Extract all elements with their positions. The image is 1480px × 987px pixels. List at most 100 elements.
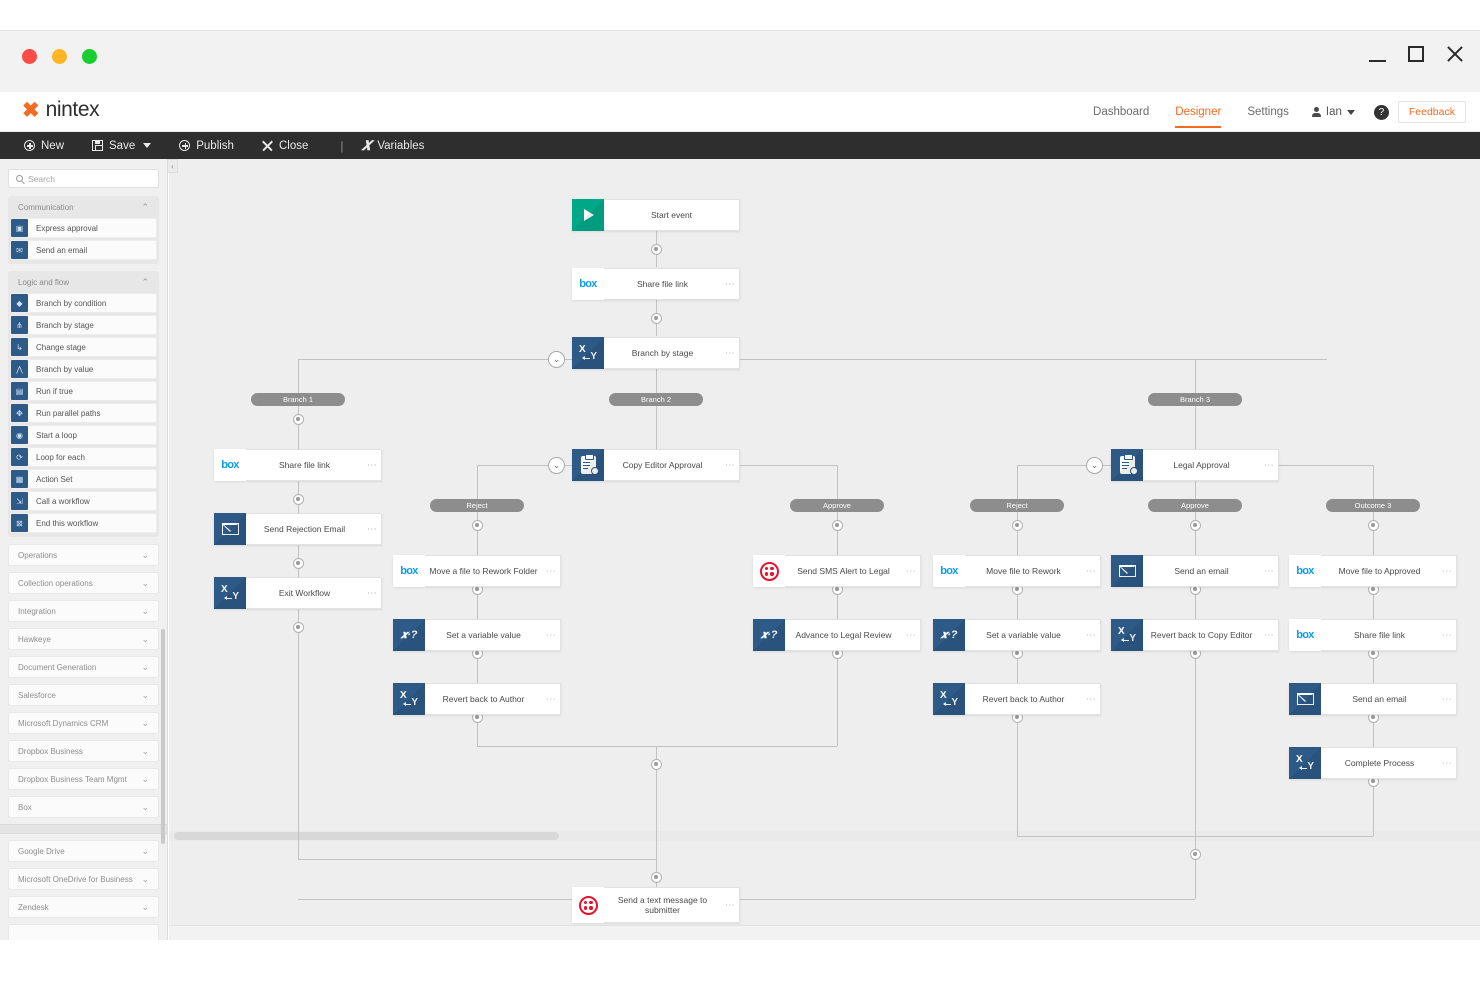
- nav-designer[interactable]: Designer: [1162, 94, 1234, 131]
- node-menu-icon[interactable]: ⋯: [1263, 459, 1275, 471]
- node-send-text-message-to-submitter[interactable]: Send a text message to submitter ⋯: [572, 887, 740, 923]
- group-salesforce[interactable]: Salesforce ⌄: [8, 684, 159, 706]
- save-button[interactable]: Save: [92, 140, 165, 152]
- node-copy-editor-approval[interactable]: Copy Editor Approval ⋯: [572, 449, 740, 481]
- search-input[interactable]: Search: [8, 169, 159, 188]
- copy-approval-collapser[interactable]: ⌄: [548, 457, 565, 474]
- action-start-a-loop[interactable]: ◉ Start a loop: [10, 425, 157, 445]
- node-legal-approval[interactable]: Legal Approval ⋯: [1111, 449, 1279, 481]
- node-share-file-link-1[interactable]: box Share file link ⋯: [572, 268, 740, 300]
- help-icon[interactable]: ?: [1373, 104, 1389, 120]
- canvas-scroll-thumb[interactable]: [174, 832, 559, 840]
- sidebar-scrollbar[interactable]: [161, 629, 165, 844]
- node-menu-icon[interactable]: ⋯: [1441, 629, 1453, 641]
- group-logic-and-flow-header[interactable]: Logic and flow ⌃: [10, 273, 157, 291]
- branch-pill-lg-outcome3[interactable]: Outcome 3: [1326, 499, 1420, 512]
- action-call-a-workflow[interactable]: ⇲ Call a workflow: [10, 491, 157, 511]
- node-start-event[interactable]: Start event: [572, 199, 740, 231]
- node-menu-icon[interactable]: ⋯: [1263, 629, 1275, 641]
- group-microsoft-dynamics-crm[interactable]: Microsoft Dynamics CRM ⌄: [8, 712, 159, 734]
- node-menu-icon[interactable]: ⋯: [1085, 629, 1097, 641]
- node-menu-icon[interactable]: ⋯: [1085, 565, 1097, 577]
- branch-pill-ce-reject[interactable]: Reject: [430, 499, 524, 512]
- save-chevron-down-icon[interactable]: [143, 143, 152, 148]
- node-menu-icon[interactable]: ⋯: [724, 278, 736, 290]
- group-google-drive[interactable]: Google Drive ⌄: [8, 840, 159, 862]
- node-menu-icon[interactable]: ⋯: [366, 523, 378, 535]
- minimize-light[interactable]: [52, 49, 67, 64]
- branch-pill-branch2[interactable]: Branch 2: [609, 393, 703, 406]
- legal-approval-collapser[interactable]: ⌄: [1086, 457, 1103, 474]
- action-branch-by-stage[interactable]: ⋔ Branch by stage: [10, 315, 157, 335]
- action-run-parallel-paths[interactable]: ✥ Run parallel paths: [10, 403, 157, 423]
- action-change-stage[interactable]: ↳ Change stage: [10, 337, 157, 357]
- user-menu[interactable]: Ian: [1302, 106, 1365, 118]
- action-action-set[interactable]: ▦ Action Set: [10, 469, 157, 489]
- close-icon[interactable]: [1446, 45, 1464, 63]
- node-lg-send-an-email[interactable]: Send an email ⋯: [1111, 555, 1279, 587]
- node-o3-send-an-email[interactable]: Send an email ⋯: [1289, 683, 1457, 715]
- node-lg-set-a-variable-value[interactable]: 𝒙∙? Set a variable value ⋯: [933, 619, 1101, 651]
- node-o3-share-file-link[interactable]: box Share file link ⋯: [1289, 619, 1457, 651]
- node-menu-icon[interactable]: ⋯: [1263, 565, 1275, 577]
- workflow-canvas[interactable]: Branch 1 Branch 2 Branch 3 Reject Approv…: [169, 159, 1480, 940]
- action-branch-by-value[interactable]: ⋀ Branch by value: [10, 359, 157, 379]
- group-hawkeye[interactable]: Hawkeye ⌄: [8, 628, 159, 650]
- action-loop-for-each[interactable]: ⟳ Loop for each: [10, 447, 157, 467]
- node-menu-icon[interactable]: ⋯: [724, 899, 736, 911]
- maximize-icon[interactable]: [1408, 46, 1424, 62]
- node-menu-icon[interactable]: ⋯: [1441, 757, 1453, 769]
- node-b1-share-file-link[interactable]: box Share file link ⋯: [214, 449, 382, 481]
- minimize-icon[interactable]: [1369, 60, 1386, 62]
- group-integration[interactable]: Integration ⌄: [8, 600, 159, 622]
- group-box[interactable]: Box ⌄: [8, 796, 159, 818]
- node-menu-icon[interactable]: ⋯: [545, 565, 557, 577]
- close-workflow-button[interactable]: Close: [262, 140, 322, 152]
- node-menu-icon[interactable]: ⋯: [724, 459, 736, 471]
- sidebar-collapse-toggle[interactable]: ‹: [168, 159, 178, 173]
- node-send-sms-alert-to-legal[interactable]: Send SMS Alert to Legal ⋯: [753, 555, 921, 587]
- zoom-light[interactable]: [82, 49, 97, 64]
- group-zendesk[interactable]: Zendesk ⌄: [8, 896, 159, 918]
- node-ce-set-a-variable-value[interactable]: 𝒙∙? Set a variable value ⋯: [393, 619, 561, 651]
- node-menu-icon[interactable]: ⋯: [366, 587, 378, 599]
- group-dropbox-business-team-mgmt[interactable]: Dropbox Business Team Mgmt ⌄: [8, 768, 159, 790]
- group-operations[interactable]: Operations ⌄: [8, 544, 159, 566]
- node-menu-icon[interactable]: ⋯: [905, 629, 917, 641]
- node-menu-icon[interactable]: ⋯: [724, 347, 736, 359]
- nav-settings[interactable]: Settings: [1247, 105, 1289, 118]
- canvas-horizontal-scrollbar[interactable]: [169, 831, 1480, 841]
- action-express-approval[interactable]: ▣ Express approval: [10, 218, 157, 238]
- node-menu-icon[interactable]: ⋯: [905, 565, 917, 577]
- action-toolbox-sidebar[interactable]: Search Communication ⌃ ▣ Express approva…: [0, 159, 168, 940]
- node-menu-icon[interactable]: ⋯: [1441, 693, 1453, 705]
- branch-stage-collapser[interactable]: ⌄: [548, 351, 565, 368]
- node-advance-to-legal-review[interactable]: 𝒙∙? Advance to Legal Review ⋯: [753, 619, 921, 651]
- node-move-a-file-to-rework-folder[interactable]: box Move a file to Rework Folder ⋯: [393, 555, 561, 587]
- branch-pill-branch3[interactable]: Branch 3: [1148, 393, 1242, 406]
- feedback-button[interactable]: Feedback: [1397, 101, 1466, 123]
- group-partial[interactable]: [8, 924, 159, 940]
- group-communication-header[interactable]: Communication ⌃: [10, 198, 157, 216]
- node-lg-move-file-to-rework[interactable]: box Move file to Rework ⋯: [933, 555, 1101, 587]
- group-document-generation[interactable]: Document Generation ⌄: [8, 656, 159, 678]
- node-menu-icon[interactable]: ⋯: [545, 693, 557, 705]
- node-menu-icon[interactable]: ⋯: [1441, 565, 1453, 577]
- branch-pill-branch1[interactable]: Branch 1: [251, 393, 345, 406]
- group-collection-operations[interactable]: Collection operations ⌄: [8, 572, 159, 594]
- action-branch-by-condition[interactable]: ◆ Branch by condition: [10, 293, 157, 313]
- close-light[interactable]: [22, 49, 37, 64]
- node-menu-icon[interactable]: ⋯: [1085, 693, 1097, 705]
- new-button[interactable]: New: [24, 140, 78, 152]
- node-send-rejection-email[interactable]: Send Rejection Email ⋯: [214, 513, 382, 545]
- group-microsoft-onedrive-for-business[interactable]: Microsoft OneDrive for Business ⌄: [8, 868, 159, 890]
- group-dropbox-business[interactable]: Dropbox Business ⌄: [8, 740, 159, 762]
- publish-button[interactable]: Publish: [179, 140, 248, 152]
- node-menu-icon[interactable]: ⋯: [545, 629, 557, 641]
- action-send-an-email[interactable]: ✉ Send an email: [10, 240, 157, 260]
